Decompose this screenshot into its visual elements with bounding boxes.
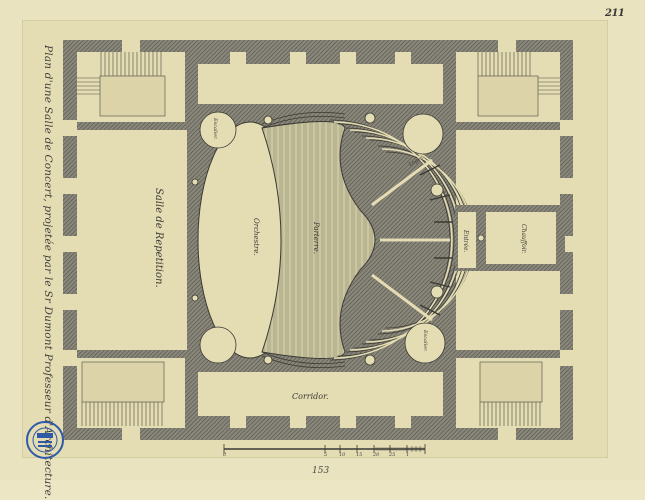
scale-tick-label: 0 — [223, 452, 227, 458]
label-corridor: Corridor. — [292, 392, 329, 401]
label-stair-bottom: Escalier. — [422, 329, 428, 352]
scale-tick-label: 25 — [389, 452, 396, 458]
rotundas — [191, 111, 446, 366]
label-rehearsal-room: Salle de Repetition. — [153, 188, 164, 288]
label-entrance: Entrée. — [462, 229, 469, 253]
page-number: 211 — [605, 8, 625, 19]
staircase-bottom-left — [81, 361, 165, 426]
scale-tick-label: 10 — [339, 452, 346, 458]
scale-bar — [223, 444, 426, 454]
scale-tick-label: 5 — [324, 452, 328, 458]
scale-tick-label: 15 — [356, 452, 363, 458]
scale-tick-label: 1 — [406, 452, 410, 458]
label-parterre: Parterre. — [312, 221, 320, 254]
footer-number: 153 — [312, 466, 330, 476]
staircase-top-right — [477, 52, 560, 117]
label-heating-room: Chauffoir. — [520, 224, 527, 254]
floor-plan: Salle de Repetition. Orchestre. Parterre… — [63, 40, 573, 454]
scale-tick-label: 20 — [373, 452, 380, 458]
library-stamp — [25, 420, 65, 460]
staircase-top-left — [77, 52, 166, 117]
entrance-heating-block — [455, 205, 565, 271]
staircase-bottom-right — [479, 361, 543, 426]
label-orchestra: Orchestre. — [252, 218, 260, 256]
label-stair-top: Escalier. — [212, 117, 218, 140]
